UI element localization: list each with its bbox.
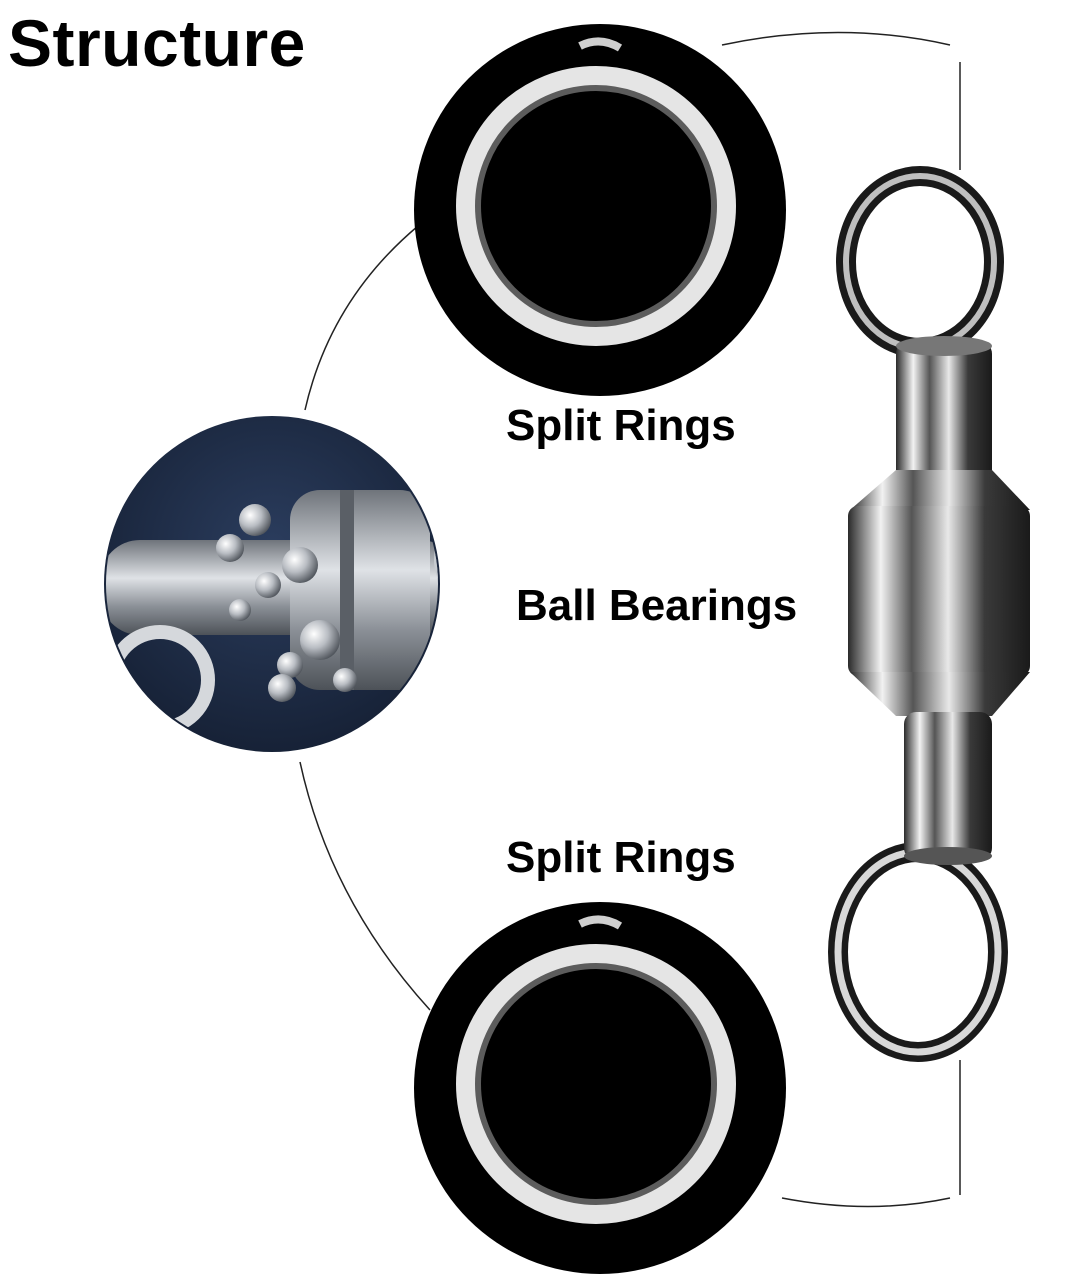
label-ball-bearings: Ball Bearings — [516, 581, 798, 630]
connector-arc-top — [304, 225, 419, 411]
swivel-illustration — [828, 166, 1030, 1062]
ball-bearings-callout — [104, 416, 440, 752]
label-split-rings-top: Split Rings — [506, 401, 736, 450]
connector-arc-bottom — [299, 761, 431, 1011]
page-title: Structure — [8, 6, 306, 80]
label-split-rings-bottom: Split Rings — [506, 833, 736, 882]
split-ring-bottom-callout — [414, 902, 786, 1274]
connector-top — [721, 31, 951, 46]
split-ring-top-callout — [414, 24, 786, 396]
connector-bottom — [781, 1197, 951, 1208]
